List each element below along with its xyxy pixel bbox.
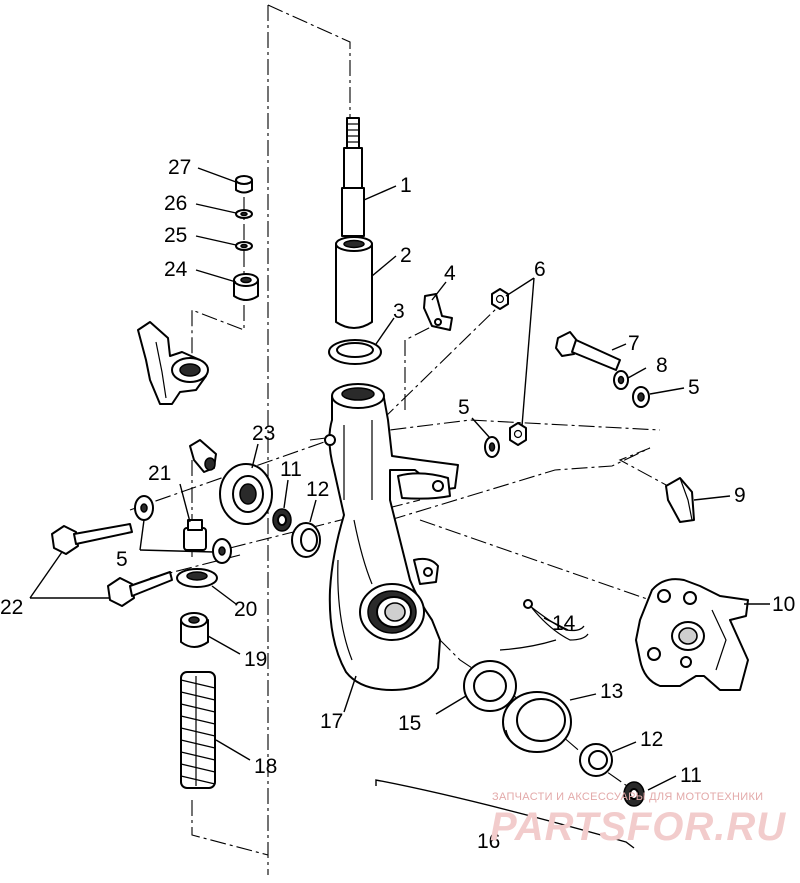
grease-nipple (189, 439, 217, 473)
callout-19: 19 (244, 648, 267, 671)
washer-left-upper (134, 495, 154, 521)
thin-washer-upper (235, 209, 253, 219)
callout-13: 13 (600, 680, 623, 703)
callout-labels: 1 2 3 4 6 5 7 8 5 9 10 11 12 13 14 15 16… (0, 156, 795, 853)
callout-15: 15 (398, 712, 421, 735)
hex-bolt-lower (107, 571, 173, 607)
spacer (180, 612, 209, 648)
flange-washer (176, 568, 218, 588)
callout-2: 2 (400, 244, 412, 267)
assembly-center-lines (129, 4, 669, 875)
leader-lines (29, 167, 770, 791)
callout-24: 24 (164, 258, 188, 281)
callout-5-left: 5 (116, 548, 128, 571)
nut-outer (623, 781, 645, 807)
brake-caliper (635, 578, 749, 691)
callout-18: 18 (254, 755, 277, 778)
callout-1: 1 (400, 174, 412, 197)
coil-spring (180, 671, 216, 789)
bearing-outer (579, 743, 613, 777)
callout-14: 14 (552, 612, 576, 635)
callout-23: 23 (252, 422, 275, 445)
callout-3: 3 (393, 300, 405, 323)
hex-bolt-right (555, 331, 621, 371)
washer-mid (484, 436, 500, 458)
callout-12-outer: 12 (640, 728, 663, 751)
top-bushing (233, 273, 259, 301)
callout-17: 17 (320, 710, 343, 733)
lock-washer (613, 370, 629, 390)
bearing-inner (291, 522, 321, 558)
callout-20: 20 (234, 598, 257, 621)
flange-nut-upper (491, 288, 509, 310)
callout-11-outer: 11 (680, 764, 702, 787)
watermark: ЗАПЧАСТИ И АКСЕССУАРЫ ДЛЯ МОТОТЕХНИКИ PA… (490, 791, 786, 849)
callout-27: 27 (168, 156, 191, 179)
watermark-tagline: ЗАПЧАСТИ И АКСЕССУАРЫ ДЛЯ МОТОТЕХНИКИ (492, 791, 763, 803)
callout-11-inner: 11 (280, 458, 302, 481)
washer-right (632, 386, 650, 408)
shaft-seal (219, 463, 273, 525)
callout-25: 25 (164, 224, 187, 247)
brake-pad (665, 477, 695, 523)
spindle-shaft (341, 117, 365, 237)
washer-left-lower (212, 538, 232, 564)
nut-inner (272, 508, 292, 532)
suspension-mount (137, 321, 209, 405)
callout-5-right: 5 (688, 376, 700, 399)
callout-7: 7 (628, 332, 640, 355)
bearing-race (502, 691, 572, 753)
seal-ring (328, 339, 382, 365)
thin-washer-lower (235, 241, 253, 251)
top-nut (235, 175, 253, 194)
watermark-brand: PARTSFOR.RU (490, 805, 786, 849)
hex-bolt-upper (51, 523, 133, 555)
callout-6: 6 (534, 258, 546, 281)
callout-10: 10 (772, 593, 795, 616)
bracket-clip (423, 293, 453, 331)
callout-21: 21 (148, 462, 171, 485)
dust-seal (463, 660, 517, 712)
fitting-block (183, 519, 207, 551)
callout-4: 4 (444, 262, 456, 285)
wheel-sensor (499, 599, 589, 651)
callout-8: 8 (656, 354, 668, 377)
callout-26: 26 (164, 192, 187, 215)
flange-nut-lower (509, 422, 527, 446)
bushing-sleeve (335, 236, 373, 329)
callout-16: 16 (477, 830, 500, 853)
spindle-housing (324, 383, 459, 691)
callout-9: 9 (734, 484, 746, 507)
callout-22: 22 (0, 596, 23, 619)
callout-12-inner: 12 (306, 478, 329, 501)
callout-5-mid: 5 (458, 396, 470, 419)
kit-bracket (375, 779, 635, 849)
